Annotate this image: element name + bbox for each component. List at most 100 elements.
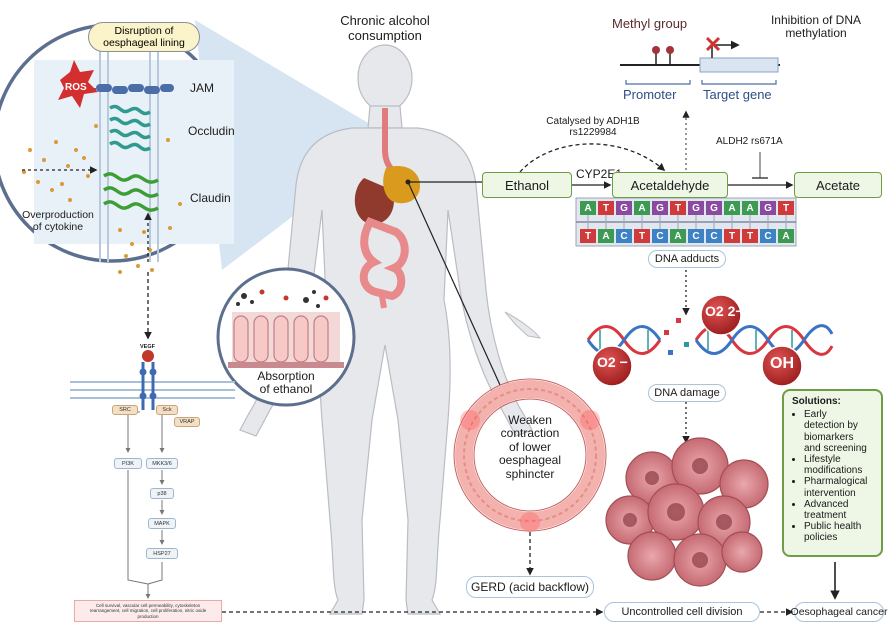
sphincter-pointer-line	[407, 181, 501, 386]
solution-5-line-2: policies	[804, 532, 838, 544]
oesophageal-cancer-box: Oesophageal cancer	[791, 602, 887, 622]
dna-adducts-label: DNA adducts	[648, 250, 726, 268]
tumor-cell-cluster	[605, 437, 769, 587]
ros-o2-2minus-label: O2 2−	[705, 303, 744, 319]
dna-bottom-nucleotide: C	[652, 229, 668, 243]
solution-1-line-4: and screening	[804, 442, 867, 454]
ros-burst-icon	[58, 60, 98, 108]
solution-5-line-1: Public health	[804, 521, 862, 533]
dna-top-nucleotide: A	[634, 201, 650, 215]
p38-node: p38	[150, 488, 174, 499]
solution-item-early-detection: Early detection by biomarkers and screen…	[804, 409, 877, 454]
dna-base-links	[587, 214, 787, 230]
absorption-line-2: of ethanol	[259, 382, 313, 397]
vegf-receptor	[139, 350, 157, 410]
dna-bottom-nucleotide: T	[724, 229, 740, 243]
solutions-panel: Solutions: Early detection by biomarkers…	[782, 389, 883, 557]
cytokine-line-2: of cytokine	[32, 220, 84, 233]
chronic-alcohol-line-2: consumption	[348, 27, 422, 43]
disruption-header: Disruption of oesphageal lining	[88, 22, 200, 52]
acetaldehyde-box: Acetaldehyde	[612, 172, 728, 198]
chronic-alcohol-title: Chronic alcohol consumption	[330, 13, 440, 43]
inhibition-line-1: Inhibition of DNA	[770, 13, 862, 27]
acetate-box: Acetate	[794, 172, 882, 198]
catalysis-arc-arrow	[519, 143, 666, 173]
outcome-line-1: Cell survival, vascular cell permeabilit…	[95, 602, 201, 608]
solution-item-advanced-treatment: Advanced treatment	[804, 499, 877, 521]
disruption-line-1: Disruption of	[114, 24, 174, 37]
outcome-line-3: production	[137, 613, 159, 619]
dna-top-nucleotide: T	[778, 201, 794, 215]
chronic-alcohol-line-1: Chronic alcohol	[340, 13, 430, 28]
dna-bottom-nucleotide: A	[778, 229, 794, 243]
dna-bottom-nucleotide: A	[598, 229, 614, 243]
solutions-list: Early detection by biomarkers and screen…	[792, 409, 877, 543]
hand-shape	[504, 311, 542, 339]
aldh2-label: ALDH2 rs671A	[716, 136, 783, 147]
ethanol-box: Ethanol	[482, 172, 572, 198]
absorption-label: Absorption of ethanol	[244, 369, 328, 397]
hsp27-node: HSP27	[146, 548, 178, 559]
dna-bottom-nucleotide: C	[616, 229, 632, 243]
dna-top-nucleotide: G	[760, 201, 776, 215]
solution-1-line-2: detection by	[804, 420, 858, 432]
solution-4-line-2: treatment	[804, 509, 847, 521]
sphincter-ring	[453, 378, 607, 532]
ros-oh-label: OH	[770, 355, 794, 372]
methylation-diagram	[620, 36, 780, 85]
catalysed-line-2: rs1229984	[569, 127, 617, 139]
dna-top-nucleotide: T	[670, 201, 686, 215]
disruption-line-2: oesphageal lining	[103, 37, 185, 49]
inhibition-line-2: methylation	[785, 26, 847, 41]
sphincter-line-3: of lower	[508, 439, 552, 454]
mkk-node: MKK3/6	[146, 458, 178, 469]
dna-bottom-nucleotide: T	[634, 229, 650, 243]
solutions-title: Solutions:	[792, 396, 841, 407]
jam-label: JAM	[190, 81, 214, 95]
villi-illustration	[228, 289, 344, 368]
ros-label: ROS	[65, 82, 87, 93]
digestive-tract	[354, 108, 420, 309]
zoom-cone-top	[195, 20, 380, 270]
cytokine-line-1: Overproduction	[22, 209, 94, 221]
outcome-line-2: rearrangement, cell migration, cell prol…	[89, 608, 207, 614]
dna-bottom-nucleotide: T	[580, 229, 596, 243]
solution-2-line-1: Lifestyle	[804, 453, 841, 465]
dna-top-nucleotide: T	[598, 201, 614, 215]
cytokine-dots	[22, 124, 182, 274]
solution-1-line-1: Early	[804, 409, 827, 421]
dna-damage-label: DNA damage	[648, 384, 726, 402]
occludin-label: Occludin	[188, 124, 235, 138]
solution-item-lifestyle: Lifestyle modifications	[804, 454, 877, 476]
uncontrolled-cell-division-box: Uncontrolled cell division	[604, 602, 760, 622]
methyl-group-label: Methyl group	[612, 16, 688, 31]
solution-item-public-health: Public health policies	[804, 521, 877, 543]
target-gene-label: Target gene	[703, 87, 772, 102]
pi3k-node: PI3K	[114, 458, 142, 469]
dna-top-nucleotide: G	[688, 201, 704, 215]
vegf-label: VEGF	[140, 344, 155, 350]
dna-top-nucleotide: A	[724, 201, 740, 215]
jam-proteins	[80, 84, 174, 94]
dna-bottom-nucleotide: T	[742, 229, 758, 243]
dna-top-nucleotide: G	[706, 201, 722, 215]
absorption-line-1: Absorption	[257, 369, 315, 383]
dna-top-nucleotide: A	[742, 201, 758, 215]
sphincter-line-4: oesphageal	[498, 453, 562, 468]
solution-2-line-2: modifications	[804, 465, 863, 477]
solution-3-line-1: Pharmalogical	[804, 476, 868, 488]
occludin-proteins	[109, 104, 151, 152]
dna-top-nucleotide: G	[616, 201, 632, 215]
dna-top-nucleotide: A	[580, 201, 596, 215]
catalysed-line-1: Catalysed by ADH1B	[546, 116, 640, 127]
claudin-label: Claudin	[190, 191, 231, 205]
cytokine-label: Overproduction of cytokine	[10, 209, 106, 234]
promoter-label: Promoter	[623, 87, 677, 102]
ros-o2-minus-label: O2 −	[597, 354, 628, 370]
dna-top-nucleotide: G	[652, 201, 668, 215]
membrane-lines	[99, 45, 159, 262]
claudin-proteins	[103, 172, 159, 212]
cyp2e1-label: CYP2E1	[576, 167, 623, 181]
src-node: SRC	[112, 405, 138, 415]
